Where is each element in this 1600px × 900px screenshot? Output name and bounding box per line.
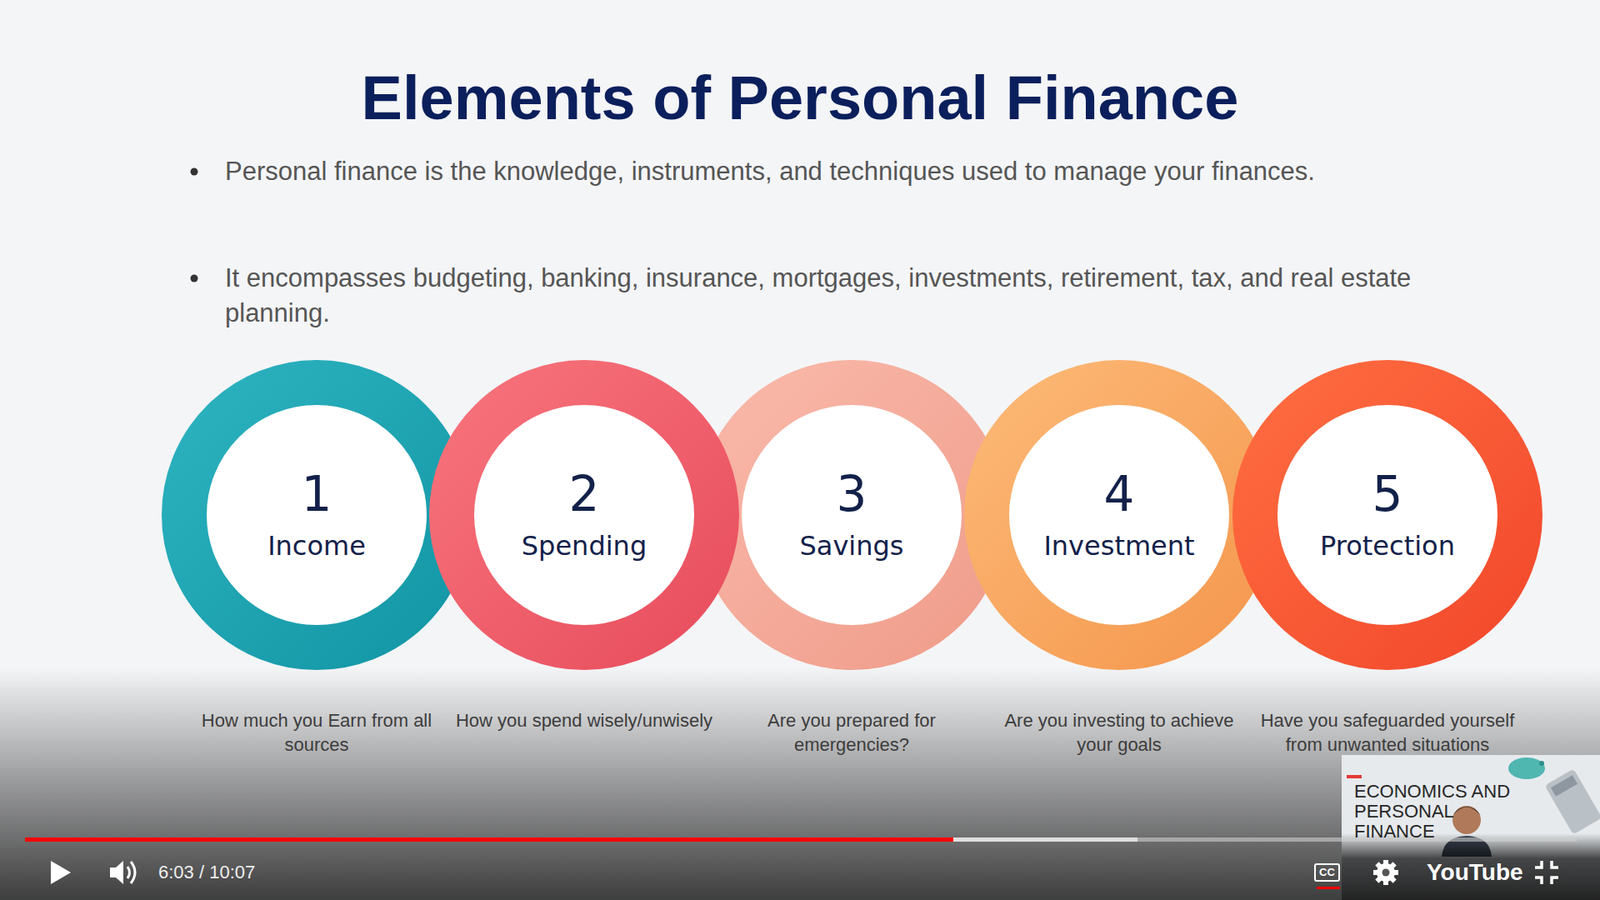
step-caption: How much you Earn from all sources	[183, 708, 450, 757]
captions-button: CC	[1314, 863, 1340, 882]
step-name: Savings	[799, 529, 904, 563]
progress-buffer	[25, 837, 1138, 842]
step-caption: Are you investing to achieve your goals	[985, 708, 1253, 757]
step-name: Investment	[1043, 529, 1195, 563]
element-circle: 5ProtectionHave you safeguarded yourself…	[1232, 360, 1543, 670]
circle-interior: 1Income	[216, 360, 417, 670]
bullet-dot	[190, 275, 199, 283]
cc-active-bar	[1316, 886, 1340, 890]
exit-fullscreen-icon	[1535, 860, 1559, 885]
player-shade	[0, 666, 1600, 900]
progress-played	[25, 837, 954, 842]
element-circle: 2SpendingHow you spend wisely/unwisely	[429, 360, 740, 670]
progress-track	[25, 837, 1577, 842]
step-number: 2	[569, 467, 600, 521]
thumbnail-title: ECONOMICS AND PERSONAL FINANCE	[1354, 781, 1525, 842]
step-number: 3	[836, 467, 868, 521]
step-number: 5	[1372, 467, 1404, 521]
youtube-logo: YouTube	[1426, 859, 1524, 886]
step-number: 4	[1104, 467, 1135, 521]
presenter-thumbnail	[1341, 755, 1600, 900]
play-icon	[50, 860, 71, 885]
step-name: Income	[267, 529, 366, 563]
element-circle: 4InvestmentAre you investing to achieve …	[964, 360, 1275, 670]
video-time: 6:03 / 10:07	[158, 861, 255, 884]
step-caption: Have you safeguarded yourself from unwan…	[1254, 708, 1521, 757]
slide-title: Elements of Personal Finance	[0, 58, 1600, 139]
bullet-dot	[190, 168, 199, 176]
bullet-text: Personal finance is the knowledge, instr…	[225, 154, 1425, 190]
bullet-text: It encompasses budgeting, banking, insur…	[225, 260, 1425, 331]
step-caption: Are you prepared for emergencies?	[718, 708, 985, 757]
circle-interior: 5Protection	[1287, 360, 1488, 670]
step-number: 1	[301, 467, 333, 521]
step-name: Spending	[521, 529, 647, 563]
element-circle: 1IncomeHow much you Earn from all source…	[161, 360, 472, 670]
settings-icon	[1373, 860, 1399, 885]
circle-interior: 2Spending	[484, 360, 685, 670]
circle-interior: 4Investment	[1019, 360, 1220, 670]
volume-icon	[110, 860, 135, 885]
step-caption: How you spend wisely/unwisely	[450, 708, 718, 733]
circle-interior: 3Savings	[751, 360, 952, 670]
step-name: Protection	[1320, 529, 1455, 563]
element-circle: 3SavingsAre you prepared for emergencies…	[696, 360, 1007, 670]
